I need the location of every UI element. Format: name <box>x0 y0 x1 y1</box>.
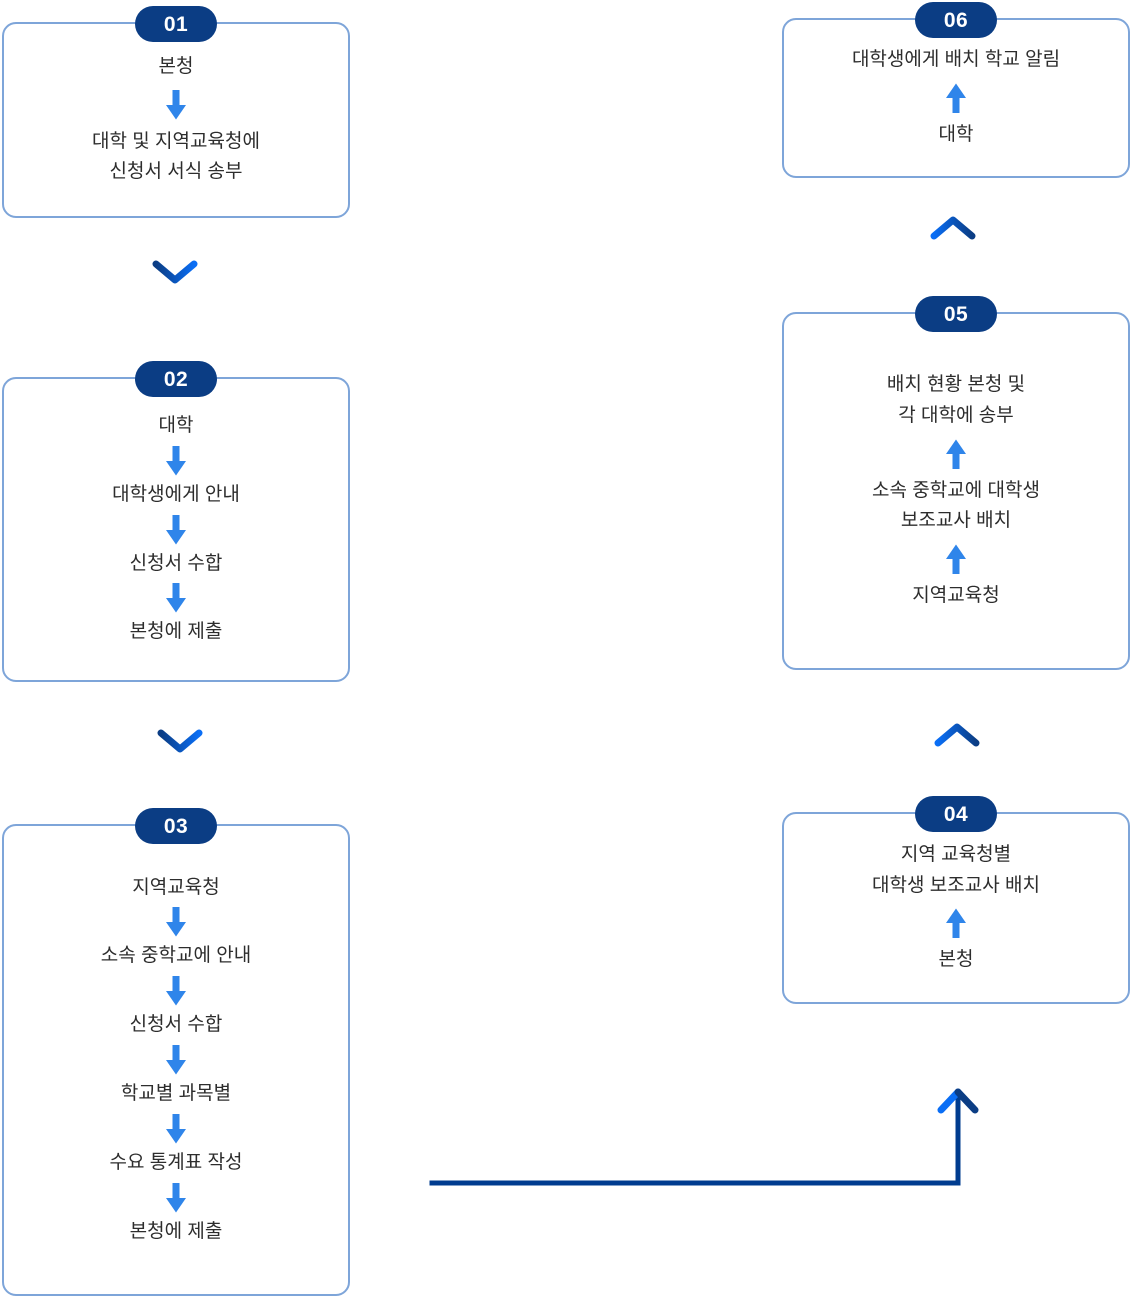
step-text: 배치 현황 본청 및 <box>886 374 1026 396</box>
step-card-04[interactable]: 04 지역 교육청별 대학생 보조교사 배치 본청 <box>782 796 1130 1004</box>
step-text: 신청서 수합 <box>129 1014 223 1036</box>
chevron-down-icon <box>152 260 198 284</box>
step-text: 본청에 제출 <box>129 621 223 643</box>
arrow-down-icon <box>166 445 186 476</box>
step-badge-02: 02 <box>135 361 217 397</box>
step-text: 본청 <box>158 55 194 77</box>
chevron-up-icon <box>930 216 976 240</box>
step-text: 대학 <box>938 124 974 145</box>
step-text: 대학 및 지역교육청에 <box>92 130 260 152</box>
step-card-06[interactable]: 06 대학생에게 배치 학교 알림 대학 <box>782 2 1130 178</box>
elbow-arrow-up-icon <box>429 1088 979 1186</box>
arrow-down-icon <box>166 1045 186 1075</box>
arrow-down-icon <box>166 1113 186 1144</box>
arrow-down-icon <box>166 976 186 1006</box>
arrow-up-icon <box>946 83 966 113</box>
arrow-down-icon <box>166 1182 186 1213</box>
step-text: 본청에 제출 <box>129 1220 223 1242</box>
step-body-06: 대학생에게 배치 학교 알림 대학 <box>784 45 1128 151</box>
step-text: 소속 중학교에 안내 <box>100 945 252 967</box>
arrow-up-icon <box>946 439 966 469</box>
arrow-down-icon <box>166 89 186 120</box>
step-text: 지역교육청 <box>132 876 220 898</box>
arrow-down-icon <box>166 907 186 937</box>
chevron-up-icon <box>934 723 980 747</box>
step-text: 신청서 수합 <box>129 552 223 574</box>
step-text: 본청 <box>938 949 974 971</box>
step-text: 대학 <box>158 414 194 436</box>
step-body-04: 지역 교육청별 대학생 보조교사 배치 본청 <box>784 840 1128 976</box>
step-badge-04: 04 <box>915 796 997 832</box>
step-text: 대학생에게 안내 <box>112 483 240 505</box>
step-badge-05: 05 <box>915 296 997 332</box>
step-text: 지역 교육청별 <box>900 843 1012 865</box>
step-text: 지역교육청 <box>912 585 1000 607</box>
arrow-down-icon <box>166 583 186 613</box>
step-text: 수요 통계표 작성 <box>109 1151 243 1173</box>
arrow-up-icon <box>946 544 966 575</box>
step-body-03: 지역교육청 소속 중학교에 안내 신청서 수합 학교별 과목별 수요 통계표 작… <box>4 873 348 1248</box>
step-body-05: 배치 현황 본청 및 각 대학에 송부 소속 중학교에 대학생 보조교사 배치 … <box>784 370 1128 612</box>
arrow-down-icon <box>166 514 186 544</box>
chevron-down-icon <box>157 729 203 753</box>
step-text: 소속 중학교에 대학생 <box>872 479 1040 501</box>
step-card-03[interactable]: 03 지역교육청 소속 중학교에 안내 신청서 수합 학교별 과목별 수요 통계… <box>2 808 350 1296</box>
step-badge-06: 06 <box>915 2 997 38</box>
step-card-01[interactable]: 01 본청 대학 및 지역교육청에 신청서 서식 송부 <box>2 6 350 218</box>
step-text: 신청서 서식 송부 <box>109 161 243 183</box>
step-body-02: 대학 대학생에게 안내 신청서 수합 본청에 제출 <box>4 411 348 648</box>
arrow-up-icon <box>946 908 966 939</box>
step-card-05[interactable]: 05 배치 현황 본청 및 각 대학에 송부 소속 중학교에 대학생 보조교사 … <box>782 296 1130 670</box>
step-text: 대학생에게 배치 학교 알림 <box>851 49 1061 71</box>
step-card-02[interactable]: 02 대학 대학생에게 안내 신청서 수합 본청에 제출 <box>2 361 350 682</box>
step-badge-01: 01 <box>135 6 217 42</box>
step-text: 각 대학에 송부 <box>898 404 1014 426</box>
step-badge-03: 03 <box>135 808 217 844</box>
step-text: 보조교사 배치 <box>900 510 1012 532</box>
step-body-01: 본청 대학 및 지역교육청에 신청서 서식 송부 <box>4 52 348 188</box>
step-text: 학교별 과목별 <box>120 1083 232 1104</box>
step-text: 대학생 보조교사 배치 <box>872 874 1040 896</box>
